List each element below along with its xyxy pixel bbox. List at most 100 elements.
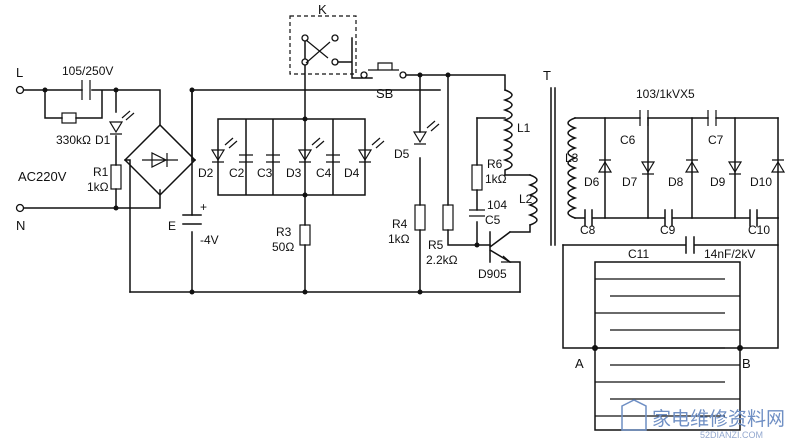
multiplier-bottom-rail <box>574 209 779 227</box>
oscillator-stage: D5 R4 1kΩ R5 2.2kΩ R6 1kΩ 104 C5 D905 <box>42 72 531 295</box>
label-d905: D905 <box>478 267 507 281</box>
cap-c4 <box>326 154 340 163</box>
led-d3 <box>297 137 325 163</box>
node-a-dot <box>592 345 598 351</box>
electrode-grid: A B <box>575 261 751 431</box>
resistor-r5 <box>442 204 454 231</box>
watermark-text: 家电维修资料网 <box>652 408 785 430</box>
input-section: L N AC220V 105/250V 330kΩ D1 R1 1kΩ <box>15 64 161 233</box>
label-r5-val: 2.2kΩ <box>426 253 458 267</box>
resistor-r1 <box>110 164 122 190</box>
label-l2: L2 <box>519 192 533 206</box>
switch-k-frame <box>289 15 357 75</box>
grid-frame <box>594 261 741 431</box>
label-d7: D7 <box>622 175 638 189</box>
label-r6-val: 1kΩ <box>485 172 507 186</box>
label-l1: L1 <box>517 121 531 135</box>
label-t: T <box>543 68 551 83</box>
label-d3: D3 <box>286 166 302 180</box>
label-e: E <box>168 219 176 233</box>
switch-k-contact-1 <box>301 34 309 42</box>
label-r6-name: R6 <box>487 157 503 171</box>
switch-k-contact-2 <box>331 34 339 42</box>
label-b: B <box>742 356 751 371</box>
label-c11-val: 14nF/2kV <box>704 247 755 261</box>
capacitor-input <box>81 80 91 100</box>
multiplier-diode-columns <box>604 117 779 219</box>
terminal-n <box>15 203 25 213</box>
label-r1-name: R1 <box>93 165 109 179</box>
sb-output-wire <box>405 74 506 91</box>
switch-k-contact-4 <box>331 58 339 66</box>
label-cap-in: 105/250V <box>62 64 113 78</box>
cap-c2 <box>239 154 253 163</box>
watermark-url: 52DIANZI.COM <box>700 430 763 440</box>
led-d2 <box>210 137 238 163</box>
watermark-logo-icon <box>621 399 647 431</box>
r3-and-switch: R3 50Ω K <box>272 2 373 293</box>
bank-rails <box>217 118 366 196</box>
label-r3-name: R3 <box>276 225 292 239</box>
junction-dot <box>417 289 423 295</box>
grid-lines <box>595 278 740 417</box>
terminal-l <box>15 85 25 95</box>
label-c10: C10 <box>748 223 770 237</box>
label-e-val: -4V <box>200 233 219 247</box>
label-sb: SB <box>376 86 393 101</box>
led-d1 <box>108 110 135 135</box>
label-d9: D9 <box>710 175 726 189</box>
label-c9: C9 <box>660 223 676 237</box>
label-c7: C7 <box>708 133 724 147</box>
cap-c11 <box>562 236 779 254</box>
label-c2: C2 <box>229 166 245 180</box>
label-mult-spec: 103/1kVX5 <box>636 87 695 101</box>
label-k: K <box>318 2 327 17</box>
label-d4: D4 <box>344 166 360 180</box>
storage-capacitor: E + -4V <box>168 89 219 293</box>
label-r-in: 330kΩ <box>56 133 91 147</box>
label-c11: C11 <box>628 247 649 261</box>
sb-button <box>368 62 399 71</box>
junction-dot <box>302 192 308 198</box>
voltage-multiplier: 103/1kVX5 C6 C7 D6 D7 D8 D9 D10 C8 C9 C1… <box>562 87 786 349</box>
transistor-leads <box>509 224 531 293</box>
label-d6: D6 <box>584 175 600 189</box>
label-d1: D1 <box>95 133 111 147</box>
label-l: L <box>16 65 23 80</box>
input-wires-top <box>23 89 161 126</box>
diode-d9 <box>727 161 743 175</box>
sb-contact-left <box>360 71 368 79</box>
diode-d6 <box>597 159 613 173</box>
bridge-rectifier <box>123 89 441 293</box>
resistor-r3 <box>299 224 311 246</box>
diode-d10 <box>770 159 786 173</box>
junction-dot <box>474 242 480 248</box>
junction-dot <box>113 87 119 93</box>
label-n: N <box>16 218 25 233</box>
d1-branch-wire <box>23 89 161 209</box>
bridge-output-wires <box>124 89 441 293</box>
junction-dot <box>302 289 308 295</box>
diode-d7 <box>640 161 656 175</box>
winding-l2 <box>527 174 538 226</box>
junction-dot <box>189 289 195 295</box>
bridge-body <box>123 123 197 197</box>
junction-dot <box>445 72 451 78</box>
led-d4 <box>357 137 385 163</box>
label-c3: C3 <box>257 166 273 180</box>
winding-l1 <box>502 89 513 176</box>
label-r4-val: 1kΩ <box>388 232 410 246</box>
node-b-dot <box>737 345 743 351</box>
switch-k-output <box>337 37 373 79</box>
label-r4-name: R4 <box>392 217 408 231</box>
junction-dot <box>417 72 423 78</box>
label-d10: D10 <box>750 175 772 189</box>
resistor-r4 <box>414 204 426 231</box>
label-d5: D5 <box>394 147 410 161</box>
bridge-diode-symbol <box>142 152 178 168</box>
cap-c3 <box>266 154 280 163</box>
watermark: 家电维修资料网 52DIANZI.COM <box>621 399 785 440</box>
indicator-bank: D2 C2 C3 D3 C4 D4 <box>198 118 385 196</box>
label-c5-val: 104 <box>487 198 507 212</box>
label-c8: C8 <box>580 223 596 237</box>
